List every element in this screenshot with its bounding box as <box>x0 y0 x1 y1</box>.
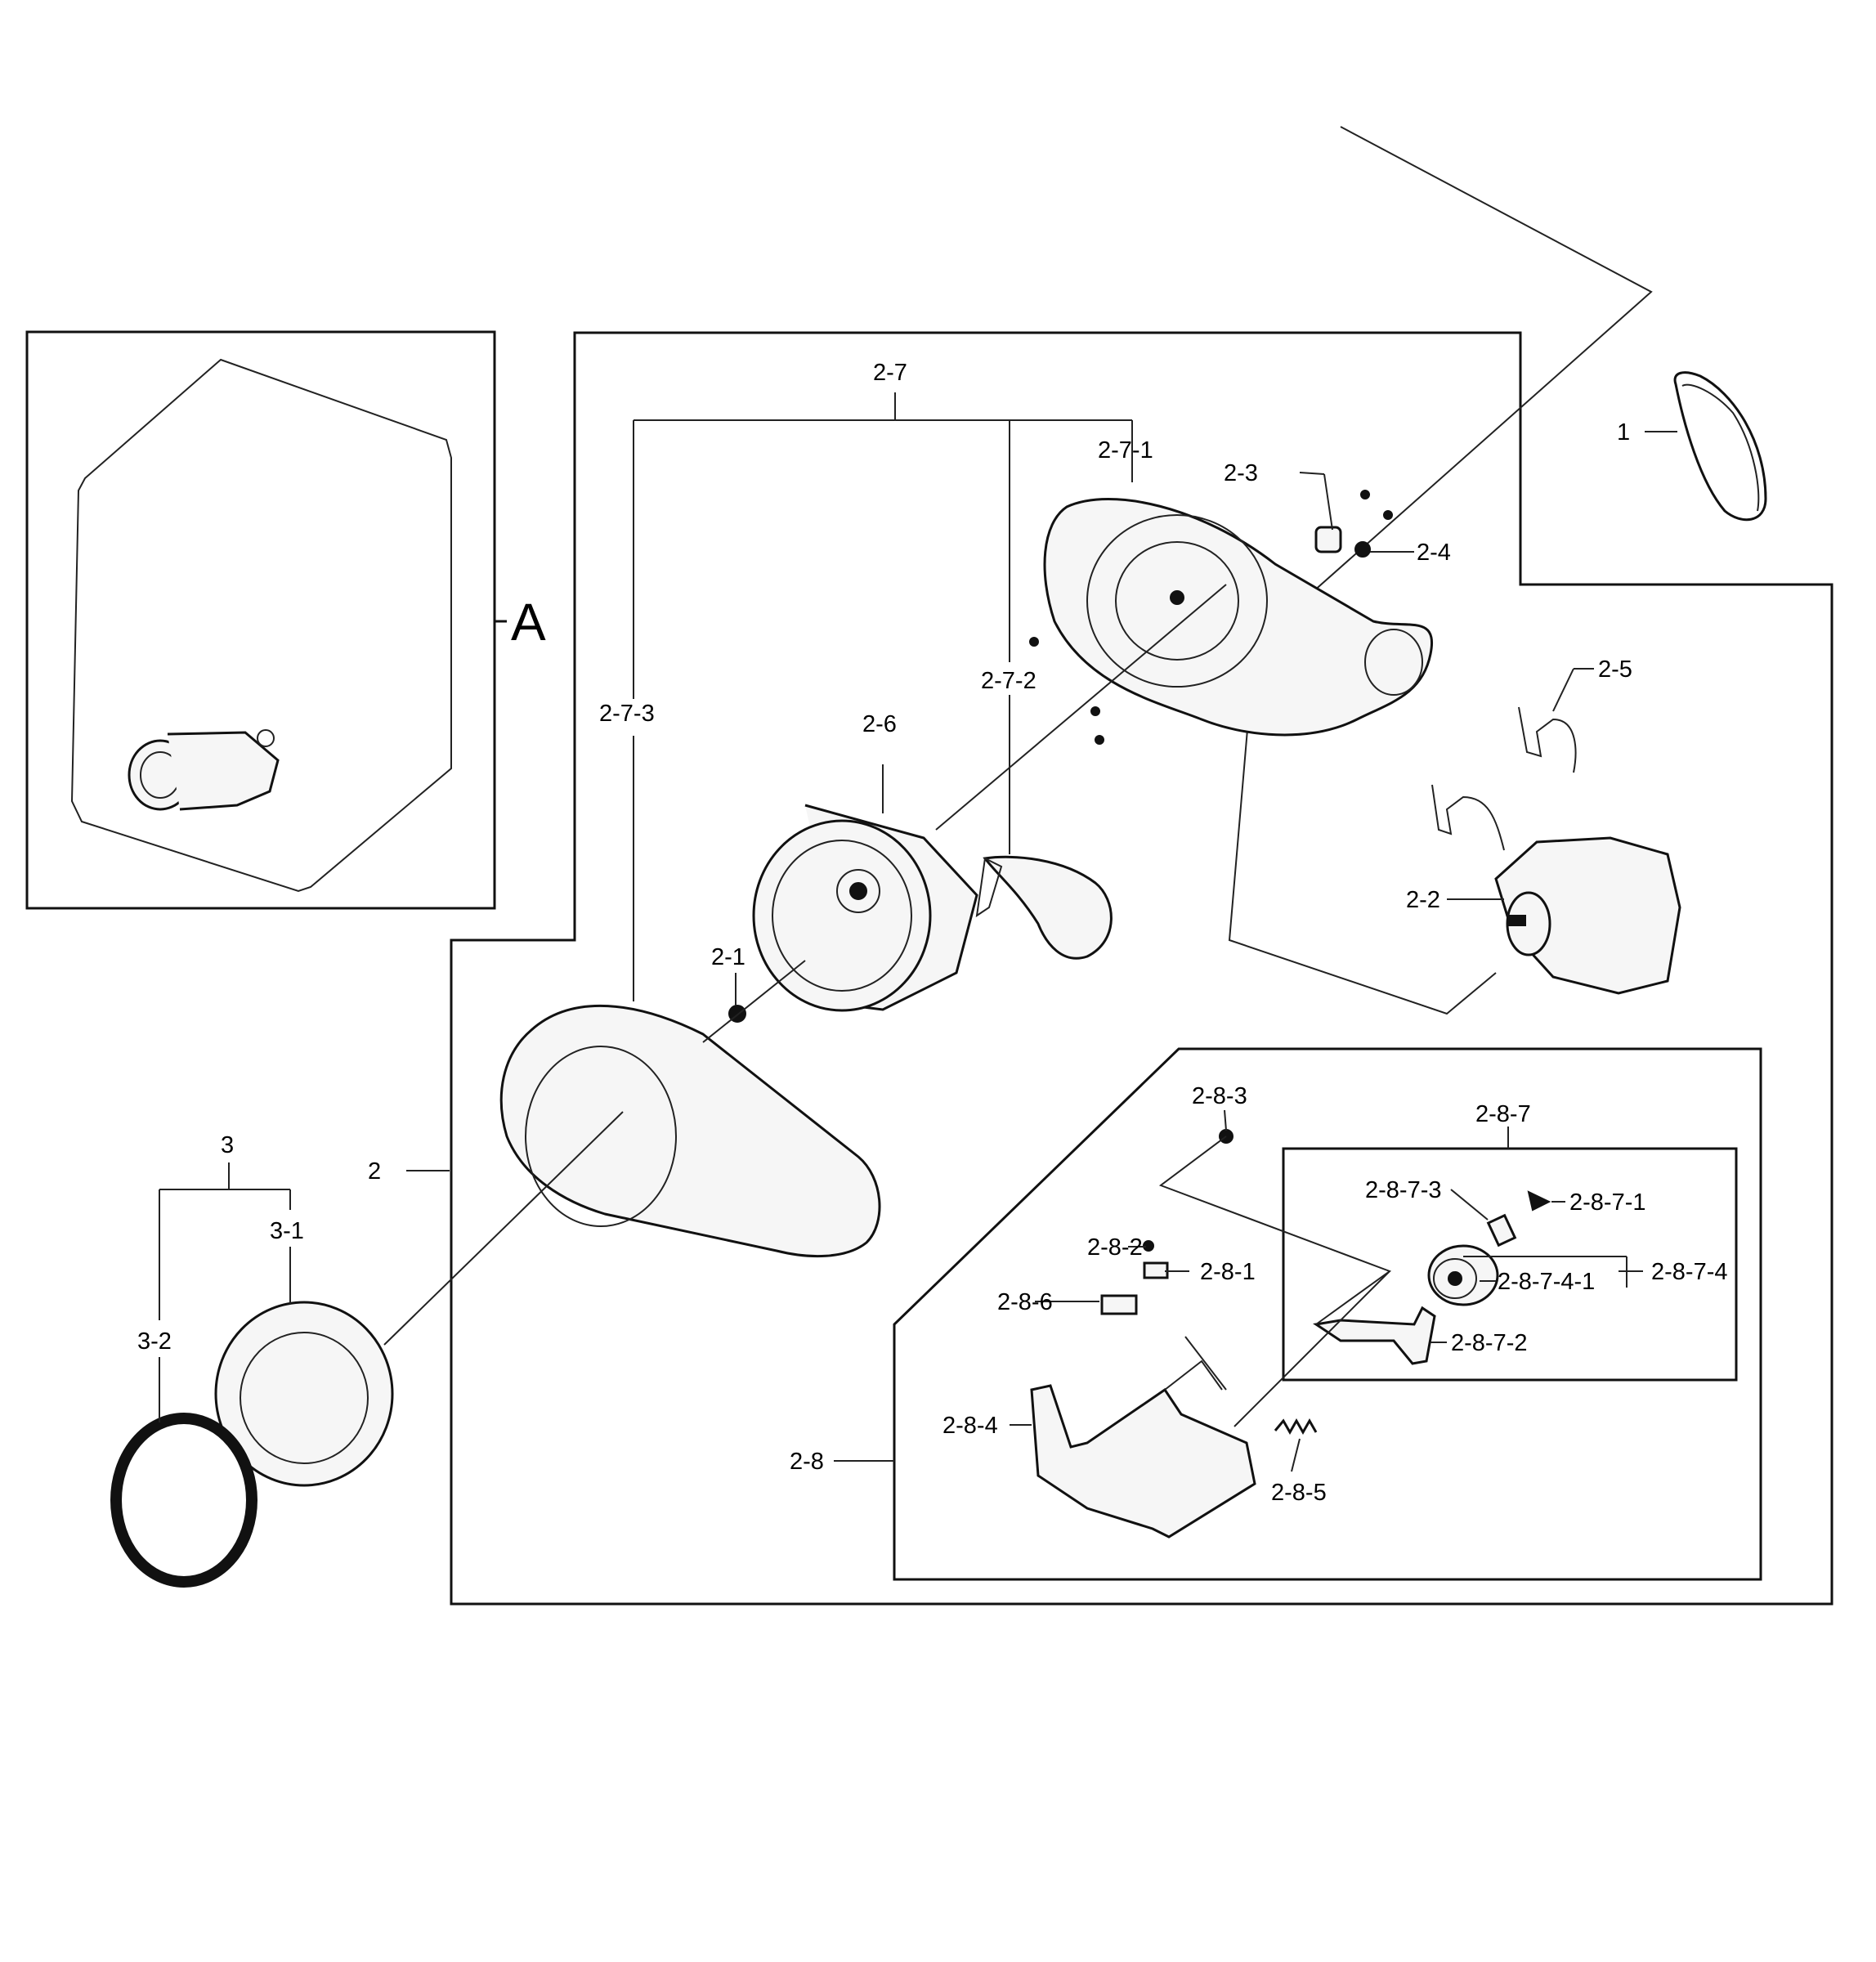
assembly-2-8-boundary <box>893 1047 1762 1581</box>
part-2-3-bracket <box>1314 490 1393 553</box>
label-2-6: 2-6 <box>862 711 897 737</box>
part-2-5-clips <box>1431 706 1577 851</box>
label-2-8-5: 2-8-5 <box>1271 1480 1327 1506</box>
part-2-8-6-switch <box>1100 1294 1138 1315</box>
assembly-2-boundary <box>450 331 1833 1606</box>
part-2-6-blower-wheel <box>752 804 978 1012</box>
label-1: 1 <box>1617 419 1630 446</box>
part-3-2-seal-ring <box>110 1413 257 1588</box>
label-2-8-4: 2-8-4 <box>942 1413 998 1439</box>
part-2-8-5-spring <box>1274 1418 1318 1436</box>
label-2-8-1: 2-8-1 <box>1200 1259 1256 1285</box>
label-2: 2 <box>368 1158 381 1185</box>
label-2-7-1: 2-7-1 <box>1098 437 1153 464</box>
label-2-7-3: 2-7-3 <box>599 701 655 727</box>
label-2-7-2: 2-7-2 <box>981 668 1037 694</box>
assembly-axis-lines <box>383 584 1392 1427</box>
label-2-8-7-1: 2-8-7-1 <box>1569 1189 1646 1216</box>
label-2-1: 2-1 <box>711 944 745 970</box>
part-2-8-7-3-shaft <box>1486 1213 1517 1248</box>
label-2-8-7-4: 2-8-7-4 <box>1651 1259 1728 1285</box>
group-bracket-lines <box>159 392 1643 1422</box>
label-2-8-6: 2-8-6 <box>997 1289 1053 1315</box>
part-2-8-4-bracket <box>1030 1360 1256 1539</box>
label-2-8-7-2: 2-8-7-2 <box>1451 1330 1528 1356</box>
label-2-5: 2-5 <box>1598 656 1632 683</box>
label-2-8-7-4-1: 2-8-7-4-1 <box>1498 1269 1595 1295</box>
label-2-8-3: 2-8-3 <box>1192 1083 1247 1109</box>
inset-blower-assembly <box>128 729 280 811</box>
label-2-8-7-3: 2-8-7-3 <box>1365 1177 1442 1203</box>
label-3-1: 3-1 <box>270 1218 304 1244</box>
motor-area-outline <box>1228 126 1653 1015</box>
part-1-drive-belt <box>1673 371 1767 522</box>
location-inset: A <box>25 330 546 910</box>
assembly-2-8-7-boundary <box>1282 1147 1738 1382</box>
part-2-8-7-1-pin <box>1527 1190 1551 1212</box>
part-3-1-bulkhead <box>214 1301 394 1487</box>
part-2-4-screw <box>1354 541 1371 558</box>
label-2-8-2: 2-8-2 <box>1087 1234 1143 1261</box>
label-2-8-7: 2-8-7 <box>1475 1101 1531 1127</box>
label-view-a: A <box>511 593 546 652</box>
label-2-7: 2-7 <box>873 360 907 386</box>
part-2-2-motor <box>1494 836 1681 995</box>
leader-lines <box>406 431 1677 1472</box>
label-3: 3 <box>221 1132 234 1158</box>
part-2-8-7-2-arm <box>1313 1306 1436 1365</box>
part-2-7-2-duct <box>975 855 1113 960</box>
part-labels: 1 2 2-1 2-2 2-3 2-4 2-5 2-6 2-7 2-7-1 2-… <box>137 360 1728 1506</box>
label-2-3: 2-3 <box>1224 460 1258 486</box>
part-2-7-1-rear-housing <box>1029 498 1433 745</box>
part-2-8-7-4-pulley <box>1427 1244 1499 1306</box>
label-2-4: 2-4 <box>1417 540 1451 566</box>
label-2-2: 2-2 <box>1406 887 1440 913</box>
label-3-2: 3-2 <box>137 1328 172 1355</box>
label-2-8: 2-8 <box>790 1449 824 1475</box>
part-2-7-3-front-housing <box>499 1004 881 1257</box>
part-2-8-1-clip <box>1143 1261 1169 1279</box>
